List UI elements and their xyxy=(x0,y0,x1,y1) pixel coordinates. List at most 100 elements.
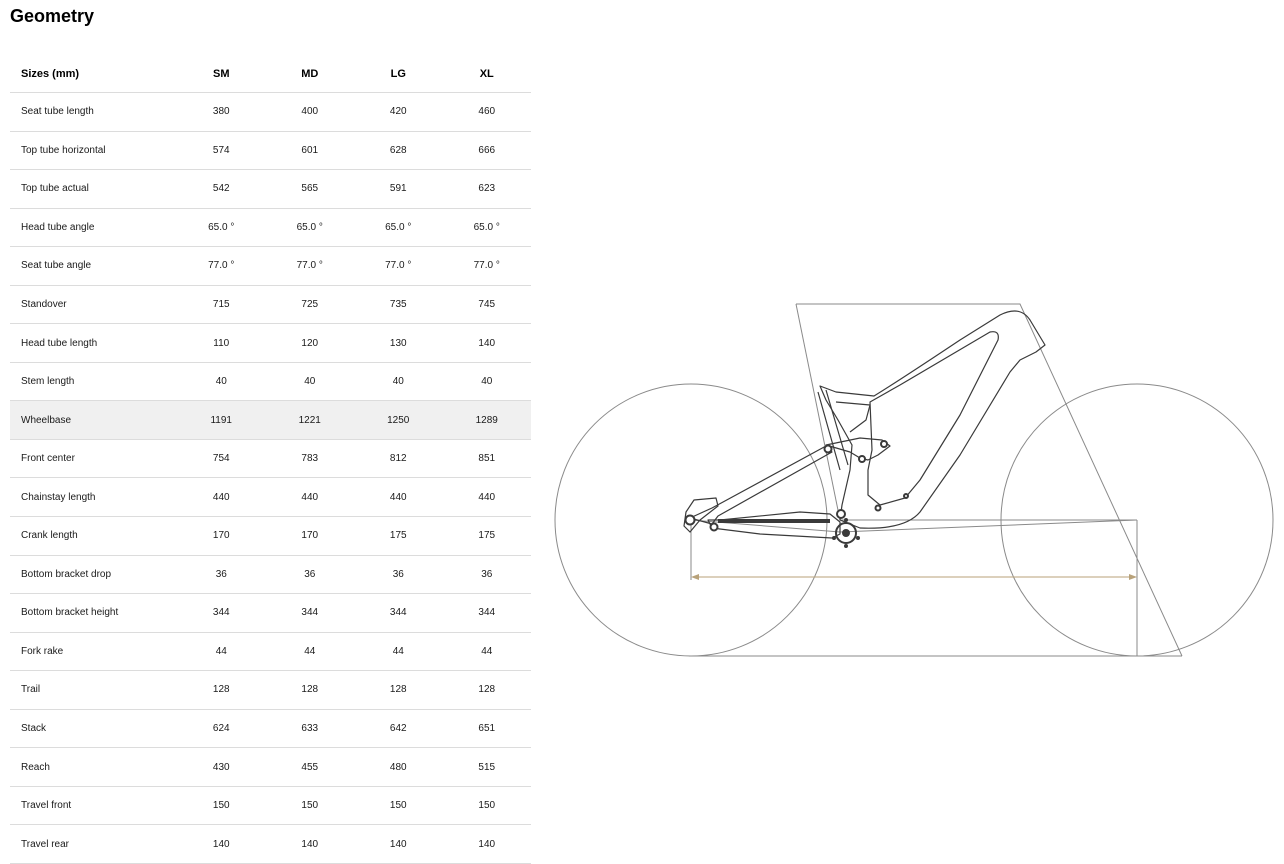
cell-sm: 44 xyxy=(177,632,266,672)
cell-lg: 77.0 ° xyxy=(354,246,443,286)
row-label: Seat tube length xyxy=(10,92,177,132)
cable-port xyxy=(874,504,882,512)
chainring-bolt-3 xyxy=(832,536,836,540)
cell-lg: 175 xyxy=(354,516,443,556)
cell-lg: 628 xyxy=(354,131,443,171)
cell-sm: 1191 xyxy=(177,400,266,440)
cable-port-2 xyxy=(903,493,909,499)
row-label: Travel front xyxy=(10,786,177,826)
row-label: Head tube length xyxy=(10,323,177,363)
front-center-line xyxy=(839,519,1138,533)
cell-sm: 110 xyxy=(177,323,266,363)
cell-sm: 440 xyxy=(177,477,266,518)
row-label: Top tube actual xyxy=(10,169,177,209)
cell-md: 77.0 ° xyxy=(265,246,354,286)
page-title: Geometry xyxy=(10,6,95,26)
stack-reach-box xyxy=(796,303,1183,657)
frame-pivot xyxy=(858,455,866,463)
cell-md: 601 xyxy=(265,131,354,171)
cell-lg: 642 xyxy=(354,709,443,749)
cell-sm: 715 xyxy=(177,285,266,325)
cell-sm: 140 xyxy=(177,824,266,864)
row-label: Front center xyxy=(10,439,177,479)
row-label: Stack xyxy=(10,709,177,749)
cell-xl: 651 xyxy=(442,709,531,749)
cell-xl: 175 xyxy=(442,516,531,556)
cell-xl: 140 xyxy=(442,323,531,363)
cell-md: 400 xyxy=(265,92,354,132)
cell-xl: 140 xyxy=(442,824,531,864)
cell-md: 565 xyxy=(265,169,354,209)
cell-md: 36 xyxy=(265,555,354,595)
chainstay-line xyxy=(690,519,841,533)
front-triangle-inner xyxy=(867,331,999,506)
row-label: Chainstay length xyxy=(10,477,177,518)
cell-md: 120 xyxy=(265,323,354,363)
geometry-table: Sizes (mm) SM MD LG XL Seat tube length 3… xyxy=(10,55,531,864)
chainstay-protector xyxy=(718,519,830,523)
chain-stay xyxy=(707,511,841,539)
row-label: Standover xyxy=(10,285,177,325)
row-label: Travel rear xyxy=(10,824,177,864)
cell-md: 140 xyxy=(265,824,354,864)
cell-lg: 344 xyxy=(354,593,443,633)
cell-md: 128 xyxy=(265,670,354,710)
cell-xl: 1289 xyxy=(442,400,531,440)
cell-md: 440 xyxy=(265,477,354,518)
chainring xyxy=(832,518,860,548)
cell-sm: 77.0 ° xyxy=(177,246,266,286)
rear-dropout xyxy=(683,497,719,533)
cell-xl: 65.0 ° xyxy=(442,208,531,248)
column-header-xl[interactable]: XL xyxy=(442,55,531,93)
cell-md: 40 xyxy=(265,362,354,402)
rocker-link xyxy=(825,437,891,461)
cell-md: 783 xyxy=(265,439,354,479)
cell-xl: 666 xyxy=(442,131,531,171)
column-header-lg[interactable]: LG xyxy=(354,55,443,93)
row-label: Fork rake xyxy=(10,632,177,672)
cell-lg: 1250 xyxy=(354,400,443,440)
cell-xl: 77.0 ° xyxy=(442,246,531,286)
cell-lg: 440 xyxy=(354,477,443,518)
cell-md: 1221 xyxy=(265,400,354,440)
cell-xl: 150 xyxy=(442,786,531,826)
row-label: Seat tube angle xyxy=(10,246,177,286)
chainring-outer xyxy=(835,522,857,544)
cell-sm: 624 xyxy=(177,709,266,749)
cell-xl: 460 xyxy=(442,92,531,132)
bike-geometry-diagram xyxy=(554,303,1274,657)
cell-xl: 515 xyxy=(442,747,531,787)
cell-sm: 574 xyxy=(177,131,266,171)
cell-lg: 140 xyxy=(354,824,443,864)
row-label: Bottom bracket drop xyxy=(10,555,177,595)
rocker-pivot xyxy=(823,444,833,454)
cell-xl: 623 xyxy=(442,169,531,209)
column-header-sm[interactable]: SM xyxy=(177,55,266,93)
pivot-points xyxy=(684,440,909,532)
table-header-row: Sizes (mm) SM MD LG XL xyxy=(10,55,531,93)
chainring-bolt-1 xyxy=(844,518,848,522)
cell-xl: 851 xyxy=(442,439,531,479)
cell-sm: 36 xyxy=(177,555,266,595)
cell-lg: 128 xyxy=(354,670,443,710)
row-label: Stem length xyxy=(10,362,177,402)
cell-xl: 745 xyxy=(442,285,531,325)
cell-md: 44 xyxy=(265,632,354,672)
frame-outline xyxy=(683,310,1046,539)
cell-md: 344 xyxy=(265,593,354,633)
column-header-md[interactable]: MD xyxy=(265,55,354,93)
